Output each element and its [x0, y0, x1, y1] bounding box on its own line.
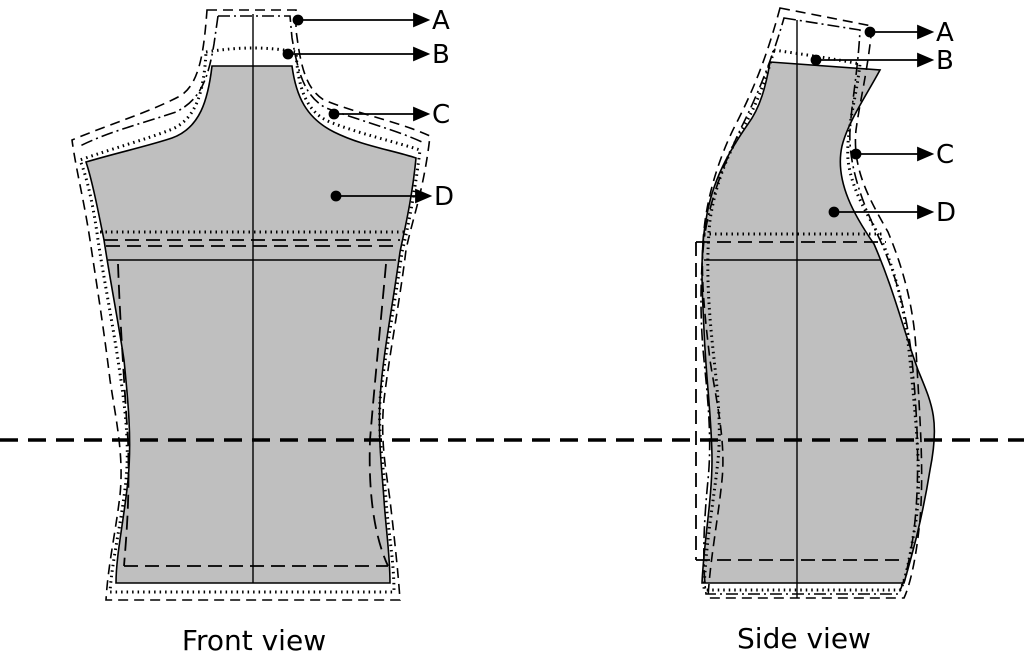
- front-leader-a-arrowhead: [413, 12, 431, 28]
- front-outline-b-left: [79, 15, 219, 147]
- front-label-c: C: [432, 100, 450, 130]
- front-view: A B C D Front view: [71, 6, 454, 657]
- front-torso-d: [84, 65, 417, 584]
- side-outline-b: [700, 17, 919, 595]
- side-leader-d-arrowhead: [917, 204, 935, 220]
- side-leaders: [810, 24, 935, 220]
- side-outline-a: [701, 7, 923, 599]
- side-leader-a-arrowhead: [917, 24, 935, 40]
- front-outline-c: [78, 46, 422, 594]
- side-inner-dashed: [695, 241, 900, 561]
- front-label-a: A: [432, 6, 450, 36]
- side-leader-c-arrowhead: [917, 146, 935, 162]
- front-inner-dashed: [104, 239, 400, 567]
- front-caption: Front view: [182, 624, 326, 657]
- front-label-d: D: [434, 182, 454, 212]
- side-view: A B C D Side view: [695, 7, 956, 655]
- side-label-c: C: [936, 140, 954, 170]
- side-outline-c: [702, 48, 920, 592]
- front-leaders: [282, 12, 433, 204]
- front-outline-b: [218, 15, 423, 143]
- side-label-d: D: [936, 198, 956, 228]
- front-label-b: B: [432, 40, 450, 70]
- front-outline-a: [71, 9, 431, 601]
- side-label-a: A: [936, 18, 954, 48]
- front-leader-b-arrowhead: [413, 46, 431, 62]
- side-caption: Side view: [737, 622, 871, 655]
- front-leader-c-arrowhead: [413, 106, 431, 122]
- side-leader-b-arrowhead: [917, 52, 935, 68]
- side-label-b: B: [936, 46, 954, 76]
- side-torso-d: [701, 61, 936, 584]
- front-leader-d-arrowhead: [415, 188, 433, 204]
